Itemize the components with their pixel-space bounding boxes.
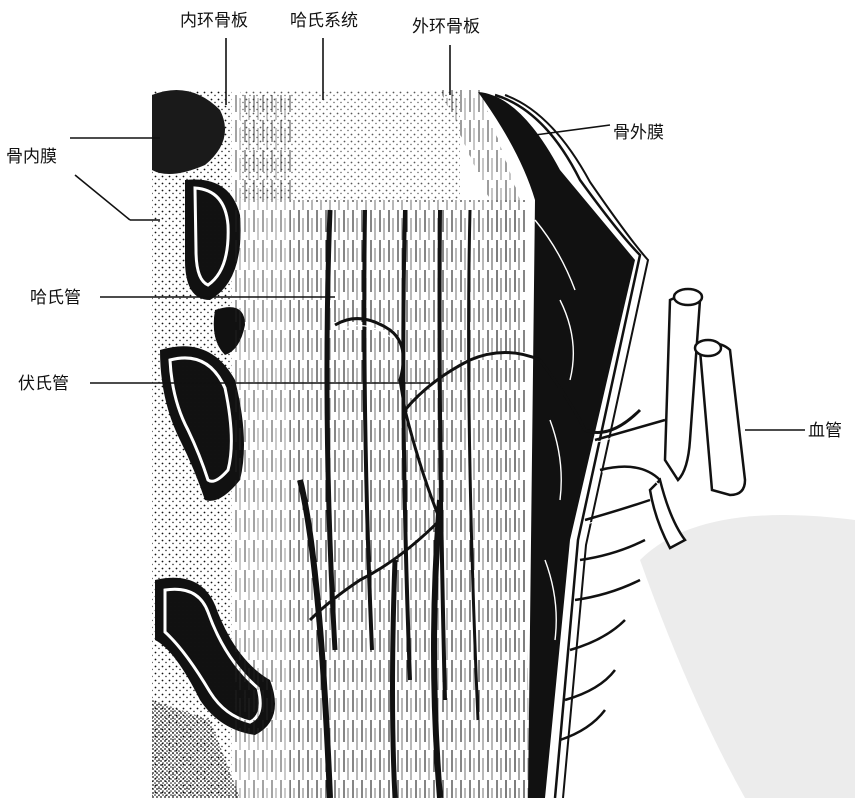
label-inner-circumferential-lamellae: 内环骨板	[180, 11, 248, 31]
label-periosteum: 骨外膜	[613, 123, 664, 143]
haversian-system-top	[240, 90, 460, 200]
inner-lamellae-region	[232, 95, 292, 798]
label-volkmann-canal: 伏氏管	[18, 374, 69, 394]
label-blood-vessel: 血管	[808, 421, 842, 441]
watermark-seal	[640, 515, 855, 798]
label-endosteum: 骨内膜	[6, 147, 57, 167]
compact-bone-lamellae	[290, 200, 525, 798]
label-outer-circumferential-lamellae: 外环骨板	[412, 17, 480, 37]
label-haversian-system: 哈氏系统	[290, 11, 358, 31]
leader-endosteum-b	[75, 175, 130, 220]
label-haversian-canal: 哈氏管	[30, 288, 81, 308]
